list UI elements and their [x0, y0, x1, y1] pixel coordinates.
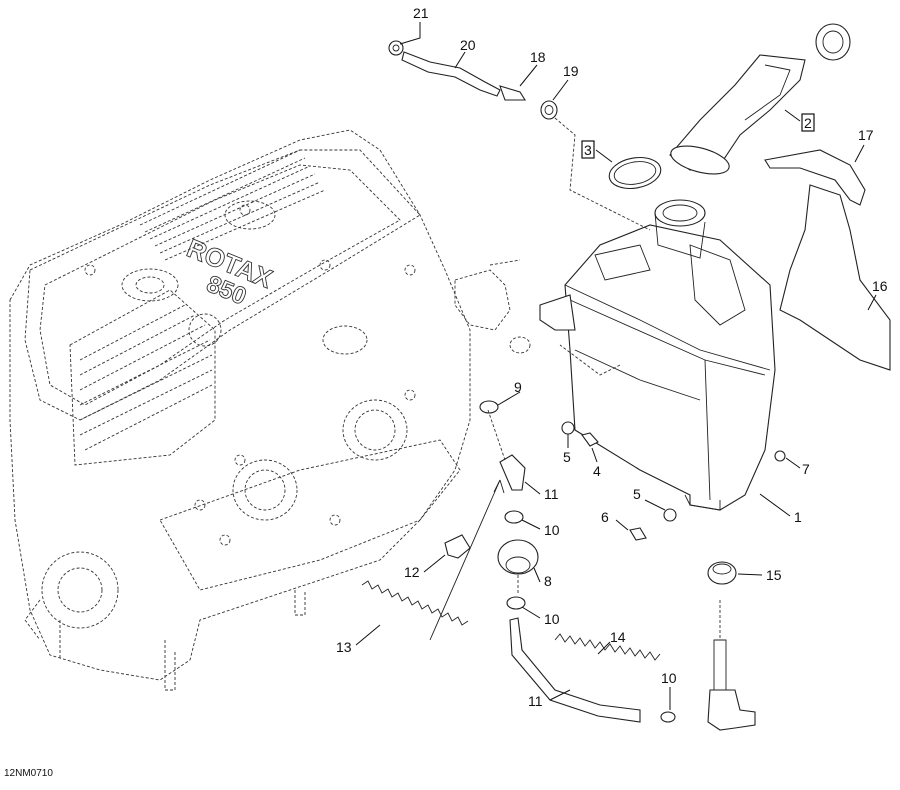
callout-4: 4 — [593, 463, 601, 479]
clamp-ring-3 — [608, 157, 662, 189]
callout-12: 12 — [404, 564, 420, 580]
callout-18: 18 — [530, 49, 546, 65]
springs — [361, 580, 661, 661]
svg-text:2: 2 — [804, 115, 812, 131]
engine-assembly: ROTAX 850 — [9, 129, 531, 691]
callout-7: 7 — [802, 461, 810, 477]
callout-20: 20 — [460, 37, 476, 53]
callout-2: 2 — [801, 113, 815, 132]
callout-15: 15 — [766, 567, 782, 583]
callout-8: 8 — [544, 573, 552, 589]
svg-text:3: 3 — [584, 142, 592, 158]
callout-5-lower: 5 — [633, 486, 641, 502]
fasteners — [444, 400, 786, 731]
oil-tank — [539, 199, 776, 511]
callout-11-upper: 11 — [544, 486, 559, 502]
assembly-lines — [429, 117, 721, 641]
vent-hose-parts — [388, 40, 558, 120]
callout-16: 16 — [872, 278, 888, 294]
callout-1: 1 — [794, 509, 802, 525]
callout-11-lower: 11 — [528, 693, 543, 709]
callout-17: 17 — [858, 127, 874, 143]
heat-shield-16-17 — [764, 149, 891, 371]
callout-6: 6 — [601, 509, 609, 525]
callout-21: 21 — [413, 5, 429, 21]
callout-10-lower: 10 — [661, 670, 677, 686]
callout-10-middle: 10 — [544, 611, 560, 627]
callout-9: 9 — [514, 379, 522, 395]
callout-19: 19 — [563, 63, 579, 79]
figure-reference-code: 12NM0710 — [4, 768, 53, 779]
callouts: 21 20 18 19 3 2 17 16 9 5 4 7 11 5 1 6 1… — [336, 5, 888, 710]
callout-14: 14 — [610, 629, 626, 645]
callout-5-upper: 5 — [563, 449, 571, 465]
callout-3: 3 — [581, 140, 595, 159]
callout-13: 13 — [336, 639, 352, 655]
filler-cap-and-neck — [669, 23, 851, 175]
callout-10-upper: 10 — [544, 522, 560, 538]
